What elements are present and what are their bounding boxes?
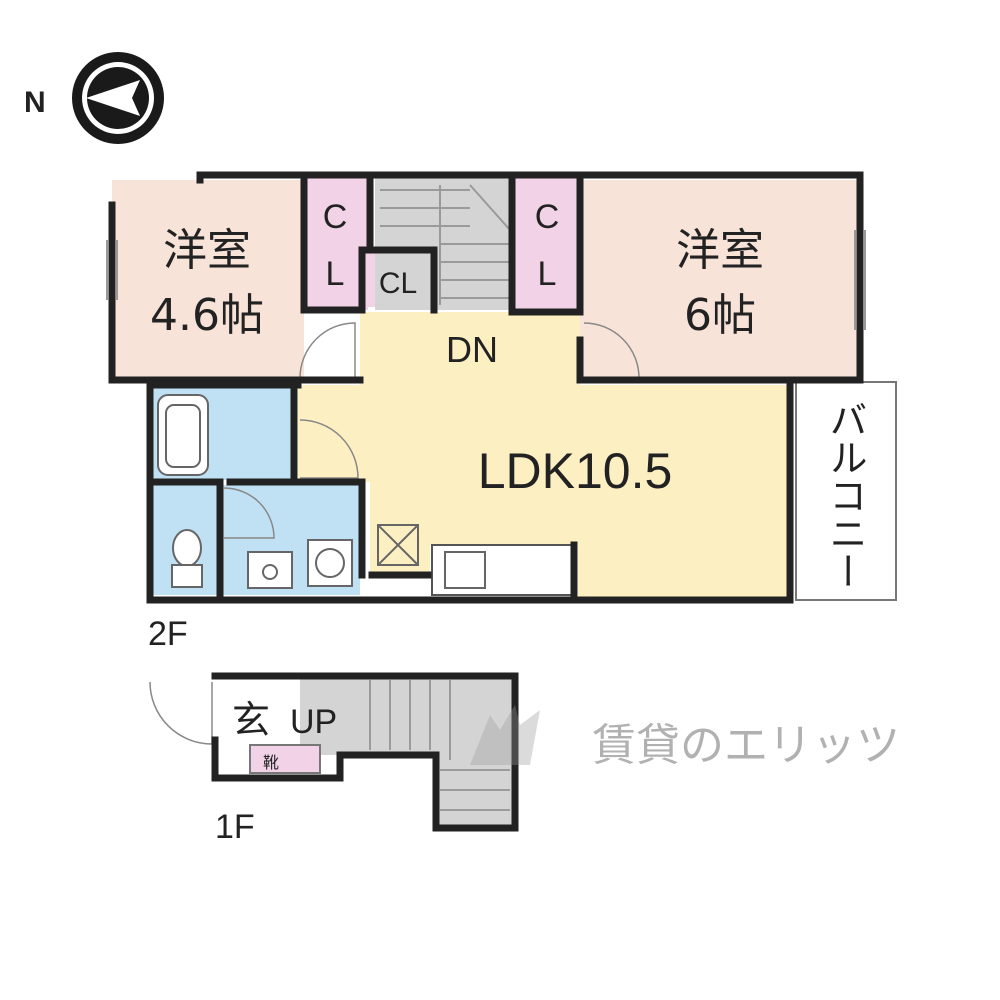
- stairs-down-label: DN: [446, 329, 498, 370]
- watermark-text: 賃貸のエリッツ: [592, 720, 900, 771]
- wash-basin: [247, 551, 293, 589]
- compass-label: N: [24, 86, 46, 119]
- door-swing-right-room: [583, 322, 640, 379]
- door-swings: [149, 322, 640, 745]
- closet-right-l: L: [538, 255, 557, 293]
- floor1-label: 1F: [215, 808, 255, 846]
- stairs-2f-treads: [380, 184, 511, 305]
- fixtures: [157, 394, 486, 589]
- room-name-right: 洋室: [676, 225, 764, 276]
- north-arrow-icon: [86, 80, 140, 116]
- balcony: [795, 381, 897, 601]
- washing-machine: [307, 539, 353, 587]
- basin-drain: [262, 564, 278, 580]
- floor1: 玄 UP 靴 1F: [211, 672, 519, 846]
- stairs-1f-treads: [369, 680, 510, 811]
- kitchen-sink: [444, 551, 486, 589]
- shoe-box: [249, 744, 321, 774]
- stairs-2f: [375, 175, 514, 310]
- watermark-logo-icon: [470, 705, 540, 765]
- stairs-1f: [300, 676, 515, 825]
- room-name-left: 洋室: [163, 225, 251, 276]
- ldk-label: LDK10.5: [478, 443, 673, 499]
- door-swing-left-room: [299, 322, 356, 379]
- watermark: 賃貸のエリッツ: [470, 705, 900, 771]
- floor1-walls: [211, 672, 519, 832]
- western-room-left: [112, 180, 304, 378]
- entrance-label: 玄: [232, 698, 270, 742]
- floor2-fills: [112, 175, 897, 601]
- western-room-right: [580, 180, 858, 378]
- toilet-tank: [171, 564, 203, 588]
- stairs-up-label: UP: [290, 703, 337, 741]
- closet-right-c: C: [535, 198, 560, 236]
- toilet: [172, 529, 202, 567]
- compass: N: [24, 52, 164, 144]
- closet-left-l: L: [326, 255, 345, 293]
- door-swing-toilet: [223, 487, 275, 539]
- closet-left: [304, 175, 368, 310]
- room-size-left: 4.6帖: [150, 290, 264, 341]
- windows: [106, 230, 866, 330]
- floor2-walls: [108, 171, 864, 604]
- floor2-labels: 洋室 4.6帖 洋室 6帖 C L CL C L DN LDK10.5 バルコニ…: [148, 198, 867, 653]
- closet-left-c: C: [323, 198, 348, 236]
- room-size-right: 6帖: [684, 290, 756, 341]
- floor2-label: 2F: [148, 615, 188, 653]
- closet-right: [514, 175, 580, 310]
- ldk-area: [298, 312, 790, 600]
- washer-drum: [315, 548, 345, 578]
- balcony-label: バルコニー: [823, 400, 867, 590]
- shoe-box-label: 靴: [263, 753, 279, 772]
- closet-small-label: CL: [379, 267, 417, 300]
- fridge-space: [377, 524, 419, 566]
- bathtub: [157, 394, 209, 476]
- door-swing-washroom: [299, 419, 359, 479]
- bathtub-inner: [165, 404, 201, 468]
- door-swing-entrance: [149, 681, 213, 745]
